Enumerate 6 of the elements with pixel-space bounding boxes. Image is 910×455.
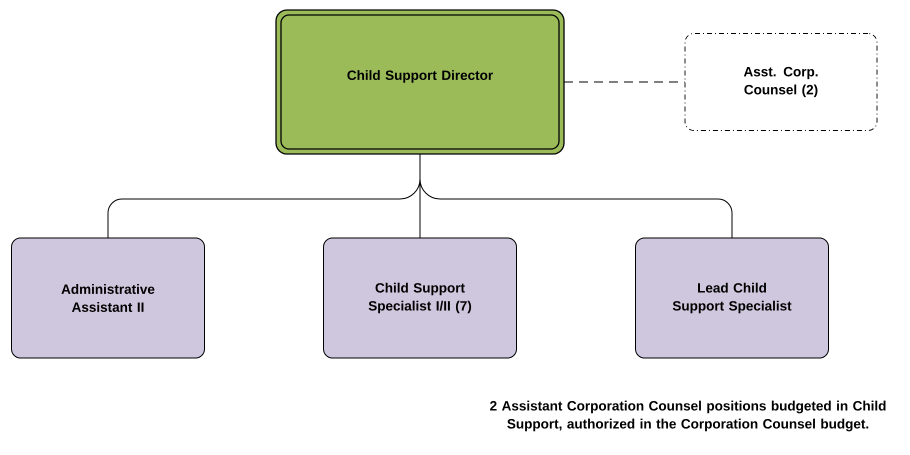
note-text: 2 Assistant Corporation Counsel positions budgeted in Child Support, authorized in the Corporation Counsel budget. bbox=[490, 400, 886, 432]
position-box: Administrative Assistant II bbox=[11, 238, 205, 358]
director-box: Child Support Director bbox=[275, 9, 565, 155]
position-box: Child Support Specialist I/II (7) bbox=[323, 238, 517, 358]
position-box: Lead Child Support Specialist bbox=[635, 238, 829, 358]
counsel-box: Asst. Corp. Counsel (2) bbox=[684, 33, 878, 131]
